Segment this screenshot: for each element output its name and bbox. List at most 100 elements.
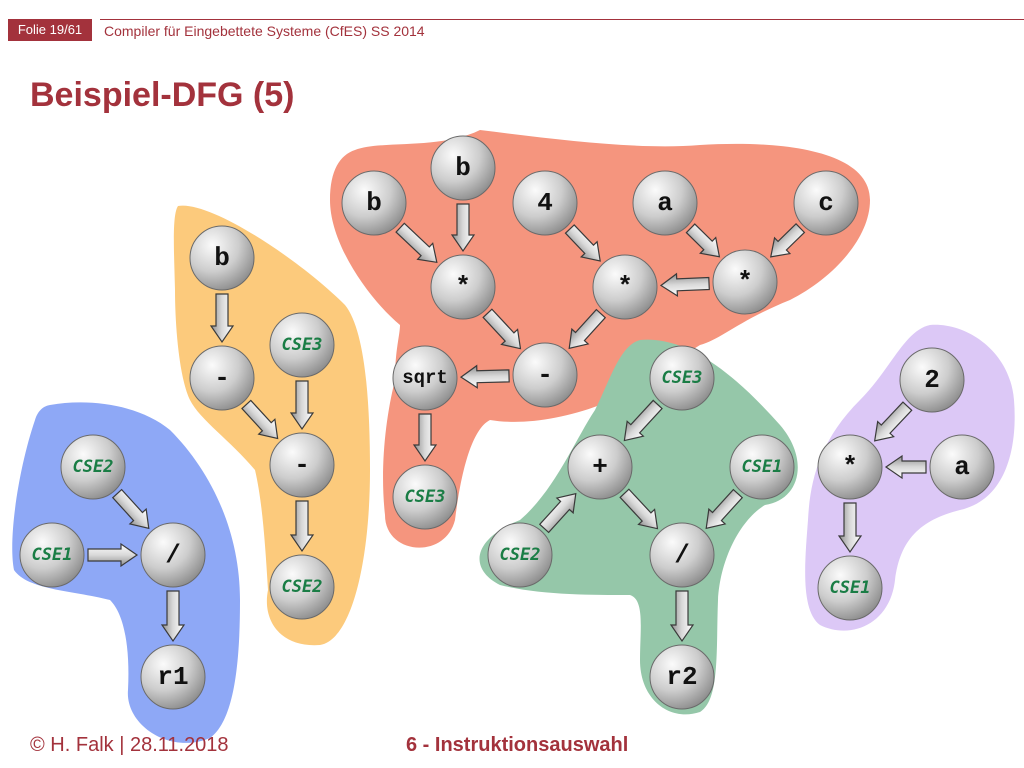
edge-arrow-o_sub-to-o_cse2 — [289, 500, 315, 553]
node-label: r1 — [157, 662, 188, 692]
node-circle — [140, 644, 206, 710]
node-circle — [189, 345, 255, 411]
node-circle — [592, 254, 658, 320]
node-circle — [649, 522, 715, 588]
node-label: + — [592, 452, 608, 482]
node-circle — [817, 434, 883, 500]
edge-arrow-r_mul3-to-r_mul2 — [659, 272, 710, 297]
node-circle — [649, 345, 715, 411]
node-label: sqrt — [402, 367, 448, 389]
node-label: 2 — [924, 365, 940, 395]
footer-author: © H. Falk | 28.11.2018 — [30, 734, 229, 756]
node-circle — [712, 249, 778, 315]
dfg-node-p_mul: * — [817, 434, 883, 500]
node-circle — [19, 522, 85, 588]
edge-arrow-o_b-to-o_neg — [209, 293, 235, 344]
node-circle — [60, 434, 126, 500]
edge-arrow-p_2-to-p_mul — [873, 401, 913, 442]
node-circle — [632, 170, 698, 236]
edge-arrow-r_mul1-to-r_sub — [482, 308, 522, 350]
node-label: - — [294, 450, 310, 480]
edge-arrow-r_4-to-r_mul2 — [564, 224, 601, 262]
node-circle — [929, 434, 995, 500]
dfg-node-p_a: a — [929, 434, 995, 500]
slide-number-badge: Folie 19/61 — [8, 19, 92, 41]
node-label: * — [617, 272, 633, 302]
edge-arrow-r_b_top-to-r_mul1 — [450, 203, 476, 253]
group-purple-region — [805, 324, 1015, 631]
dfg-node-r_b: b — [341, 170, 407, 236]
dfg-node-r_mul1: * — [430, 254, 496, 320]
node-circle — [512, 170, 578, 236]
node-label: a — [657, 188, 673, 218]
node-label: b — [366, 188, 382, 218]
dfg-node-b_cse1: CSE1 — [19, 522, 85, 588]
edge-arrow-g_div-to-g_r2 — [669, 590, 695, 643]
edge-arrow-b_div-to-b_r1 — [160, 590, 186, 643]
slide-title: Beispiel-DFG (5) — [30, 76, 295, 114]
dfg-node-r_a: a — [632, 170, 698, 236]
node-label: CSE2 — [73, 457, 114, 477]
header-rule — [100, 19, 1024, 20]
footer-chapter: 6 - Instruktionsauswahl — [406, 734, 629, 756]
node-circle — [567, 434, 633, 500]
node-circle — [793, 170, 859, 236]
course-title: Compiler für Eingebettete Systeme (CfES)… — [104, 23, 425, 39]
edge-arrow-r_b-to-r_mul1 — [395, 222, 438, 264]
edge-arrow-g_cse1-to-g_div — [705, 488, 744, 530]
node-label: / — [674, 540, 690, 570]
node-circle — [269, 554, 335, 620]
edge-arrow-r_c-to-r_mul3 — [770, 222, 806, 258]
node-label: - — [214, 363, 230, 393]
dfg-node-r_sqrt: sqrt — [392, 345, 458, 411]
node-label: CSE1 — [32, 545, 73, 565]
dfg-node-r_b_top: b — [430, 135, 496, 201]
dfg-node-b_div: / — [140, 522, 206, 588]
node-label: CSE3 — [405, 487, 446, 507]
node-circle — [729, 434, 795, 500]
edge-arrow-r_mul2-to-r_sub — [568, 308, 607, 350]
node-circle — [430, 135, 496, 201]
dfg-node-g_r2: r2 — [649, 644, 715, 710]
node-label: b — [455, 153, 471, 183]
node-label: / — [165, 540, 181, 570]
dfg-node-g_cse3: CSE3 — [649, 345, 715, 411]
dfg-node-o_b: b — [189, 225, 255, 291]
dfg-node-o_cse3: CSE3 — [269, 312, 335, 378]
node-circle — [392, 345, 458, 411]
dfg-node-o_neg: - — [189, 345, 255, 411]
edge-arrow-p_a-to-p_mul — [884, 454, 927, 480]
node-circle — [899, 347, 965, 413]
edges-layer — [87, 203, 927, 643]
node-circle — [140, 522, 206, 588]
node-label: CSE3 — [662, 368, 703, 388]
dfg-node-p_2: 2 — [899, 347, 965, 413]
node-label: * — [455, 272, 471, 302]
node-label: CSE2 — [500, 545, 541, 565]
node-circle — [341, 170, 407, 236]
node-label: b — [214, 243, 230, 273]
node-circle — [269, 312, 335, 378]
dfg-node-g_add: + — [567, 434, 633, 500]
edge-arrow-g_add-to-g_div — [619, 488, 659, 530]
node-label: CSE3 — [282, 335, 323, 355]
dfg-node-g_div: / — [649, 522, 715, 588]
node-label: CSE1 — [830, 578, 871, 598]
edge-arrow-g_cse2-to-g_add — [538, 492, 577, 534]
node-label: c — [818, 188, 834, 218]
edge-arrow-b_cse2-to-b_div — [111, 488, 150, 530]
dfg-node-r_4: 4 — [512, 170, 578, 236]
node-circle — [817, 555, 883, 621]
edge-arrow-o_cse3-to-o_sub — [289, 380, 315, 431]
dfg-node-r_cse3: CSE3 — [392, 464, 458, 530]
dfg-node-r_c: c — [793, 170, 859, 236]
node-label: CSE1 — [742, 457, 783, 477]
node-label: r2 — [666, 662, 697, 692]
dfg-node-g_cse2: CSE2 — [487, 522, 553, 588]
node-circle — [189, 225, 255, 291]
dfg-node-g_cse1: CSE1 — [729, 434, 795, 500]
node-label: a — [954, 452, 970, 482]
group-green-region — [479, 339, 798, 715]
